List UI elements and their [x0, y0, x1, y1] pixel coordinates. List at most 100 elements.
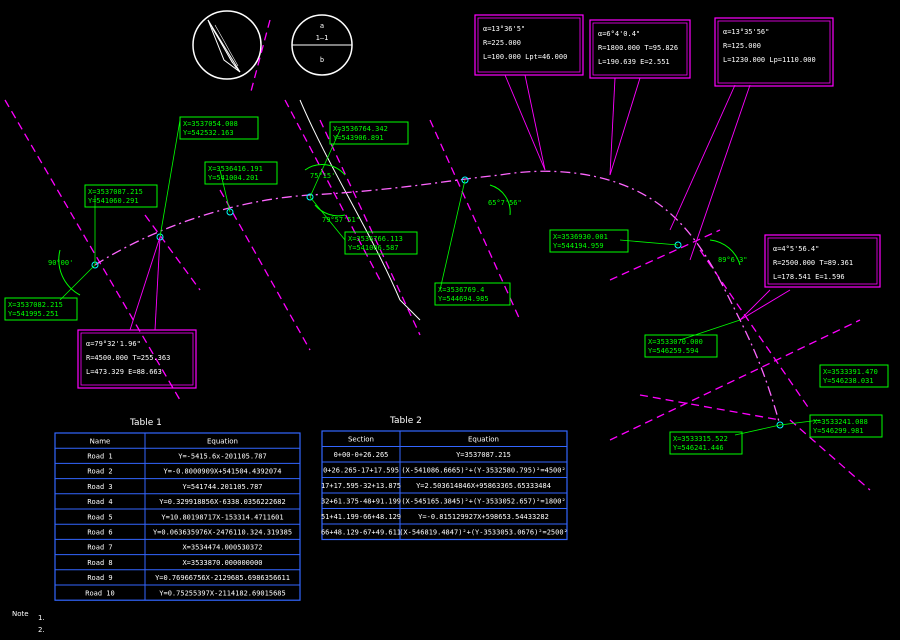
crossing-roads [4, 19, 871, 491]
coordinate-x: X=3537054.008 [183, 120, 238, 128]
coordinate-y: Y=541006.587 [348, 244, 399, 252]
coordinate-y: Y=543906.891 [333, 134, 384, 142]
note-2: 2. [38, 626, 45, 634]
curve-alpha: α=13°35'56" [723, 28, 769, 36]
road-edge [299, 99, 421, 321]
coordinate-x: X=3533315.522 [673, 435, 728, 443]
curve-alpha: α=79°32'1.96" [86, 340, 141, 348]
table-title: Table 1 [129, 418, 162, 428]
coordinate-x: X=3537087.215 [88, 188, 143, 196]
angle-label: 79°57'51" [322, 216, 360, 224]
angle-label: 90°00' [48, 259, 73, 267]
north-arrow-icon [192, 10, 262, 80]
curve-length: L=100.000 Lpt=46.000 [483, 53, 567, 61]
table-cell: Road 2 [87, 468, 112, 476]
table-cell: Y=0.329918856X-6338.0356222682 [159, 498, 285, 506]
angle-label: 75°15' [310, 172, 335, 180]
svg-text:Note: Note [12, 610, 29, 618]
angle-labels: 90°00' 75°15' 79°57'51" 65°7'56" 89°6'3" [48, 172, 748, 267]
table-cell: Road 6 [87, 529, 112, 537]
coordinate-x: X=3536764.342 [333, 125, 388, 133]
coordinate-x: X=3536416.191 [208, 165, 263, 173]
coordinate-y: Y=544694.985 [438, 295, 489, 303]
coordinate-y: Y=541060.291 [88, 197, 139, 205]
coordinate-y: Y=546259.594 [648, 347, 699, 355]
table-cell: Y=0.75255397X-2114182.69015685 [159, 589, 285, 597]
coordinate-y: Y=541995.251 [8, 310, 59, 318]
coordinate-x: X=3533070.000 [648, 338, 703, 346]
coordinate-box: X=3536769.4Y=544694.985 [434, 282, 511, 306]
curve-radius: R=1800.000 T=95.826 [598, 44, 678, 52]
curve-element-boxes: α=79°32'1.96" R=4500.000 T=255.363L=473.3… [77, 14, 881, 389]
main-route-line [94, 170, 781, 426]
table-title: Table 2 [389, 416, 422, 426]
coordinate-y: Y=546238.031 [823, 377, 874, 385]
table-cell: Y=0.76966756X-2129685.6986356611 [155, 574, 290, 582]
coordinate-x: X=3536769.4 [438, 286, 484, 294]
table-cell: Y=0.063635976X-2476110.324.319385 [153, 529, 292, 537]
angle-arcs [58, 164, 741, 296]
curve-element-box: α=4°5'56.4"R=2500.000 T=89.361L=178.541 … [764, 234, 881, 288]
coordinate-y: Y=541004.201 [208, 174, 259, 182]
coordinate-y: Y=546241.446 [673, 444, 724, 452]
table-cell: Road 5 [87, 513, 112, 521]
leader-lines [59, 119, 821, 436]
coordinate-x: X=3533391.470 [823, 368, 878, 376]
coordinate-y: Y=542532.163 [183, 129, 234, 137]
coordinate-y: Y=546299.981 [813, 427, 864, 435]
curve-radius: R=125.000 [723, 42, 761, 50]
table-cell: Road 7 [87, 544, 112, 552]
curve-alpha: α=13°36'5" [483, 25, 525, 33]
curve-length: L=473.329 E=88.663 [86, 368, 162, 376]
table-cell: 51+41.199-66+48.129 [321, 513, 401, 521]
table-cell: Road 9 [87, 574, 112, 582]
coordinate-boxes: X=3537087.215Y=541060.291X=3537054.008Y=… [4, 116, 889, 455]
table-cell: 0+26.265-17+17.595 [323, 467, 399, 475]
table-cell: Road 1 [87, 453, 112, 461]
table-cell: (X-546819.4847)²+(Y-3533053.0676)²=2500² [399, 529, 568, 537]
coordinate-x: X=3533241.088 [813, 418, 868, 426]
curve-radius: R=225.000 [483, 39, 521, 47]
curve-alpha: α=4°5'56.4" [773, 245, 819, 253]
table-cell: Road 10 [85, 589, 115, 597]
coordinate-x: X=3537082.215 [8, 301, 63, 309]
table-cell: 0+00-0+26.265 [334, 451, 389, 459]
notes: Note 1. 2. [12, 610, 45, 634]
table-cell: Y=10.80198717X-153314.4711601 [161, 513, 283, 521]
table-header: Equation [468, 436, 499, 444]
curve-leaders [129, 74, 791, 331]
table-cell: (X-545165.3845)²+(Y-3533052.657)²=1800² [401, 498, 565, 506]
curve-length: L=190.639 E=2.551 [598, 58, 670, 66]
table-cell: Road 3 [87, 483, 112, 491]
table-header: Name [90, 437, 111, 445]
table-cell: 66+48.129-67+49.611 [321, 529, 401, 537]
curve-radius: R=4500.000 T=255.363 [86, 354, 170, 362]
table-cell: X=3533870.000000000 [182, 559, 262, 567]
table-cell: X=3534474.000530372 [182, 544, 262, 552]
section-symbol-icon: a 1—1 b [291, 14, 353, 76]
table-cell: Road 8 [87, 559, 112, 567]
coordinate-x: X=3536930.001 [553, 233, 608, 241]
table-cell: Y=-0.815129927X+598653.54433282 [418, 513, 549, 521]
svg-text:1—1: 1—1 [316, 34, 329, 42]
curve-radius: R=2500.000 T=89.361 [773, 259, 853, 267]
table-cell: Y=541744.201105.787 [182, 483, 262, 491]
table-cell: Y=-0.8000909X+541504.4392074 [163, 468, 281, 476]
coordinate-y: Y=544194.959 [553, 242, 604, 250]
